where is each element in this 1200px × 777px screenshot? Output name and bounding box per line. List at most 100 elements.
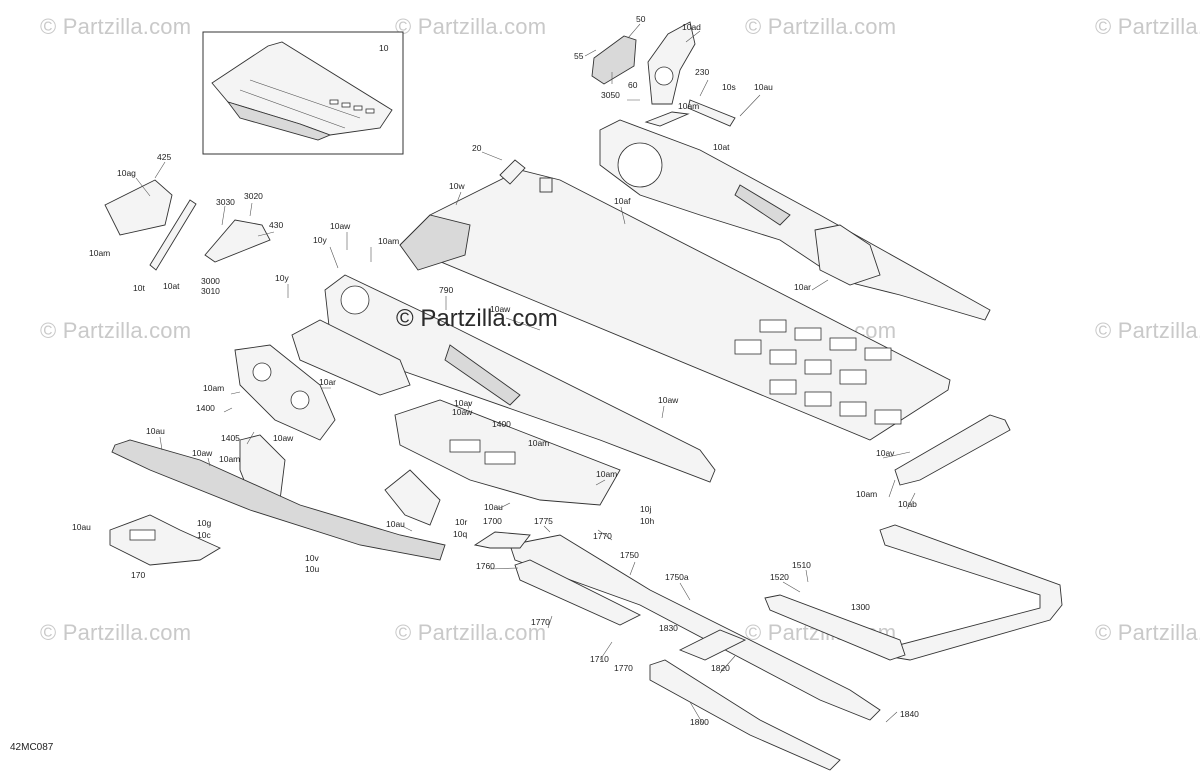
callout: 10av (876, 448, 895, 458)
running-board-rail (111, 439, 446, 561)
callout: 10am (528, 438, 549, 448)
tunnel-right-side (599, 119, 991, 321)
callout: 60 (628, 80, 638, 90)
callout: 10aw (273, 433, 294, 443)
callout: 10am (378, 236, 399, 246)
callout: 1840 (900, 709, 919, 719)
callout: 1770 (531, 617, 550, 627)
callout: 20 (472, 143, 482, 153)
callout: 1700 (483, 516, 502, 526)
callout: 1710 (590, 654, 609, 664)
callout: 3010 (201, 286, 220, 296)
callout: 3030 (216, 197, 235, 207)
callout: 10am (596, 469, 617, 479)
callout: 1760 (476, 561, 495, 571)
callout: 10v (305, 553, 319, 563)
callout: 10ad (682, 22, 701, 32)
callout: 1520 (770, 572, 789, 582)
callout: 10u (305, 564, 319, 574)
callout: 10au (386, 519, 405, 529)
callout: 10y (313, 235, 327, 245)
callout: 1770 (593, 531, 612, 541)
watermark: © Partzilla.com (40, 620, 192, 645)
callout: 1750a (665, 572, 689, 582)
callout: 10c (197, 530, 211, 540)
front-bracket (109, 514, 221, 566)
tunnel-left-side (291, 274, 716, 483)
side-plates (234, 344, 336, 501)
callout: 10q (453, 529, 467, 539)
diagram-code: 42MC087 (10, 742, 54, 753)
bumper (764, 524, 1063, 661)
center-watermark: © Partzilla.com (396, 305, 558, 332)
callout: 430 (269, 220, 283, 230)
watermark: © Partzilla.com (745, 14, 897, 39)
callout: 1300 (851, 602, 870, 612)
callout: 10 (379, 43, 389, 53)
front-left-brackets (104, 179, 271, 271)
callout: 3020 (244, 191, 263, 201)
seat-bracket-parts (591, 21, 736, 127)
callout: 1820 (711, 663, 730, 673)
callout: 1405 (221, 433, 240, 443)
watermark: © Partzilla.com (1095, 14, 1200, 39)
watermark: © Partzilla.com (395, 620, 547, 645)
callout: 10ab (898, 499, 917, 509)
callout: 1510 (792, 560, 811, 570)
callout: 3050 (601, 90, 620, 100)
callout: 10au (484, 502, 503, 512)
callout: 10am (89, 248, 110, 258)
callout: 10w (449, 181, 465, 191)
callout: 10am (203, 383, 224, 393)
tunnel-slots (734, 319, 902, 425)
watermark: © Partzilla.com (40, 318, 192, 343)
callout: 55 (574, 51, 584, 61)
callout: 1800 (690, 717, 709, 727)
callout: 1770 (614, 663, 633, 673)
callout: 10am (219, 454, 240, 464)
slide-rails (473, 531, 881, 771)
callout: 1400 (492, 419, 511, 429)
callout: 10am (856, 489, 877, 499)
callout: 50 (636, 14, 646, 24)
callout: 10au (754, 82, 773, 92)
callout: 1830 (659, 623, 678, 633)
callout: 10ar (319, 377, 336, 387)
callout: 230 (695, 67, 709, 77)
leader-lines (135, 23, 916, 725)
callout: 10y (275, 273, 289, 283)
watermark: © Partzilla.com (1095, 620, 1200, 645)
callout: 10av (454, 398, 473, 408)
callout: 10s (722, 82, 736, 92)
callout-labels: 10 50 55 60 10ad 230 3050 10am 10s 10au … (72, 14, 919, 727)
watermark: © Partzilla.com (40, 14, 192, 39)
watermark: © Partzilla.com (1095, 318, 1200, 343)
callout: 1750 (620, 550, 639, 560)
callout: 10r (455, 517, 467, 527)
callout: 10at (713, 142, 730, 152)
callout: 425 (157, 152, 171, 162)
callout: 1775 (534, 516, 553, 526)
callout: 170 (131, 570, 145, 580)
rear-crossbar (894, 414, 1011, 486)
callout: 10aw (490, 304, 511, 314)
inset-box (202, 31, 404, 155)
callout: 10au (72, 522, 91, 532)
callout: 10g (197, 518, 211, 528)
callout: 10ag (117, 168, 136, 178)
callout: 10aw (192, 448, 213, 458)
callout: 10aw (330, 221, 351, 231)
watermark: © Partzilla.com (395, 14, 547, 39)
callout: 1400 (196, 403, 215, 413)
callout: 10j (640, 504, 651, 514)
callout: 10aw (452, 407, 473, 417)
callout: 10am (678, 101, 699, 111)
callout: 10at (163, 281, 180, 291)
callout: 10t (133, 283, 145, 293)
callout: 10au (146, 426, 165, 436)
callout: 10h (640, 516, 654, 526)
callout: 10aw (658, 395, 679, 405)
callout: 3000 (201, 276, 220, 286)
